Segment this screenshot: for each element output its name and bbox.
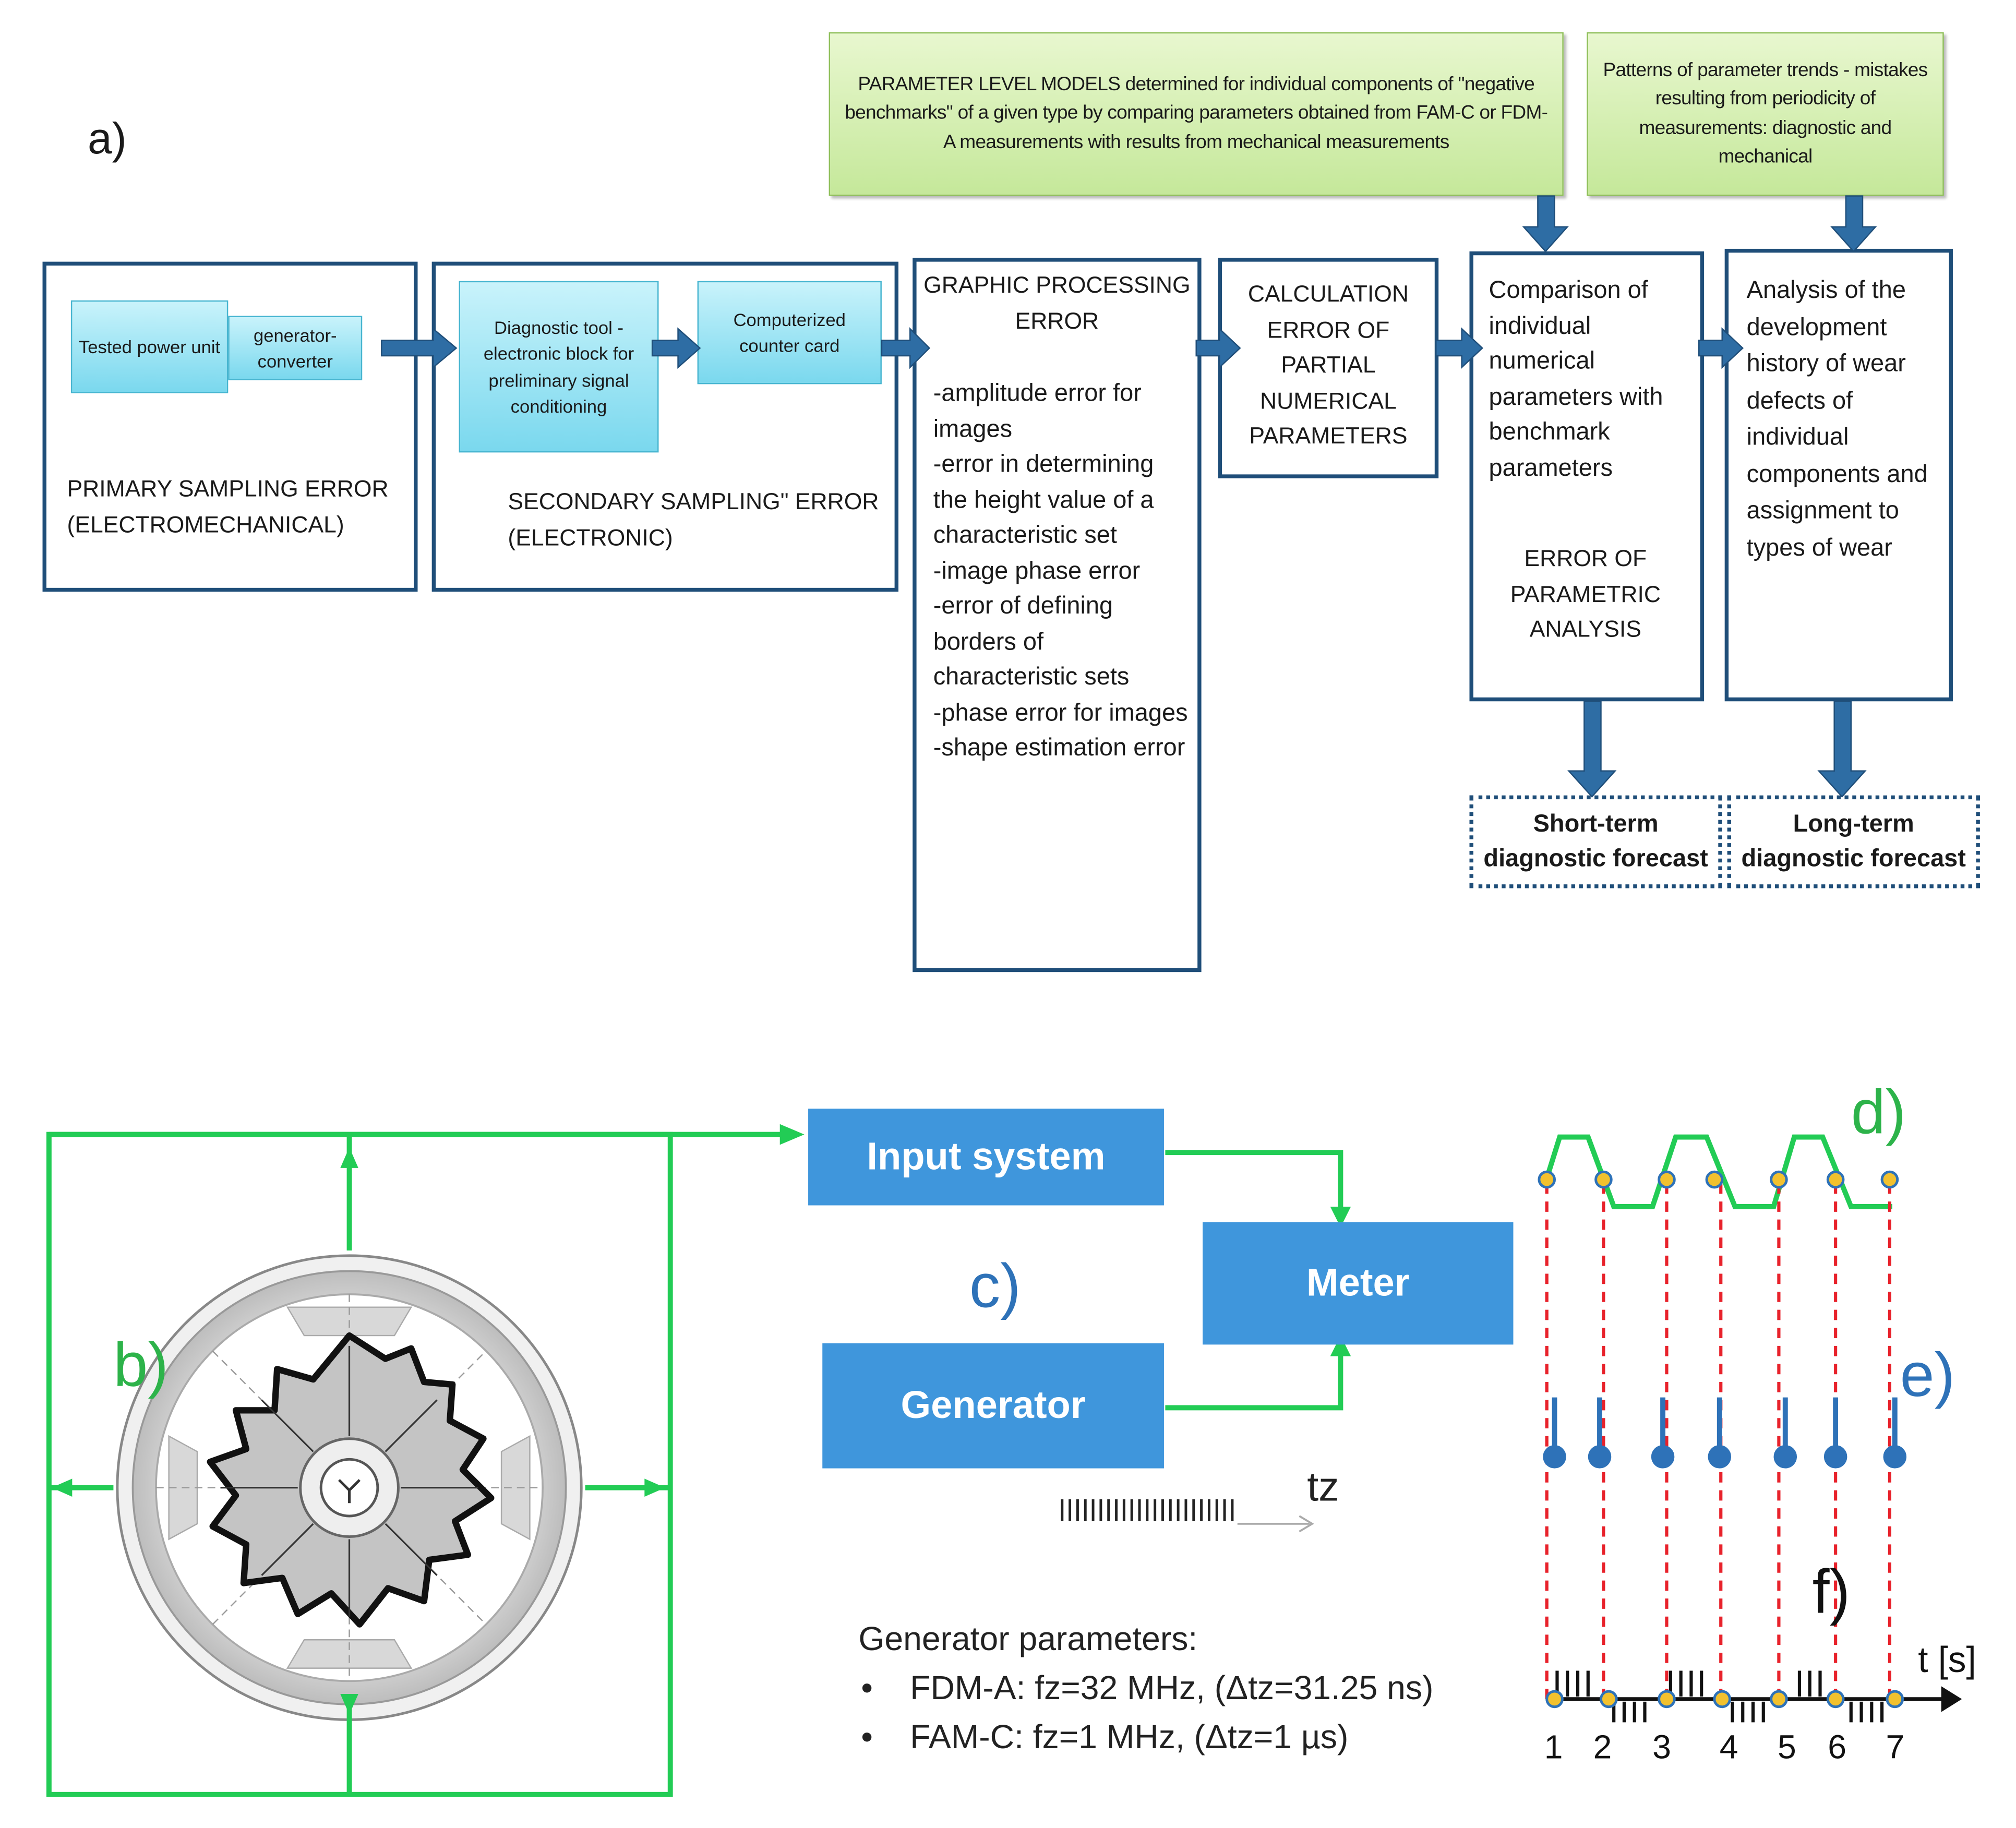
motor-cross-section xyxy=(116,1254,583,1721)
bullet-1: • xyxy=(861,1668,873,1707)
time-axis-label: t [s] xyxy=(1918,1640,1976,1680)
bullet-2: • xyxy=(861,1717,873,1756)
parameter-level-models-box: PARAMETER LEVEL MODELS determined for in… xyxy=(829,32,1564,196)
tick-7: 7 xyxy=(1886,1727,1905,1766)
panel-a-label: a) xyxy=(88,114,127,164)
tz-pulse-train xyxy=(1061,1499,1234,1521)
generator-box: Generator xyxy=(822,1343,1164,1469)
panel-d-label: d) xyxy=(1851,1079,1906,1148)
panel-a-arrows xyxy=(381,195,1877,798)
input-system-box: Input system xyxy=(808,1109,1164,1206)
calculation-error-box xyxy=(1218,258,1439,478)
diagnostic-tool-box: Diagnostic tool - electronic block for p… xyxy=(459,281,659,453)
arrow-trends-down xyxy=(1830,195,1877,252)
waveform-d xyxy=(1544,1134,1892,1209)
parametric-analysis-box xyxy=(1469,251,1705,702)
tz-label: tz xyxy=(1307,1463,1339,1510)
pulses-e xyxy=(1543,1397,1907,1469)
comparison-text: Comparison of individual numerical param… xyxy=(1489,277,1663,482)
panel-f-label: f) xyxy=(1812,1558,1851,1627)
waveform-markers xyxy=(1538,1170,1899,1189)
calculation-error-text: CALCULATION ERROR OF PARTIAL NUMERICAL P… xyxy=(1247,281,1409,449)
long-term-forecast: Long-term diagnostic forecast xyxy=(1727,795,1980,888)
panel-b-label: b) xyxy=(113,1331,169,1400)
graphic-processing-title: GRAPHIC PROCESSING ERROR xyxy=(923,272,1191,333)
generator-params-title: Generator parameters: xyxy=(858,1619,1198,1658)
param-fdm-a: FDM-A: fz=32 MHz, (Δtz=31.25 ns) xyxy=(910,1668,1434,1707)
tick-6: 6 xyxy=(1828,1727,1847,1766)
wire-arrow-right xyxy=(779,1124,805,1145)
tick-3: 3 xyxy=(1652,1727,1672,1766)
wire-arrow-down xyxy=(340,1694,358,1715)
meter-wiring xyxy=(1165,1150,1343,1411)
axis-markers xyxy=(1545,1690,1904,1709)
parametric-analysis-error: ERROR OF PARAMETRIC ANALYSIS xyxy=(1510,545,1661,642)
generator-converter-box: generator-converter xyxy=(228,316,363,380)
wire-arrow-right-2 xyxy=(644,1478,665,1497)
graphic-processing-items: -amplitude error for images -error in de… xyxy=(933,380,1188,762)
tested-power-unit-box: Tested power unit xyxy=(70,300,229,393)
parameter-trends-box: Patterns of parameter trends - mistakes … xyxy=(1587,32,1944,196)
panel-e-label: e) xyxy=(1900,1342,1955,1411)
arrow-5-6 xyxy=(1698,327,1744,369)
secondary-sampling-caption: SECONDARY SAMPLING" ERROR (ELECTRONIC) xyxy=(508,488,879,550)
arrow-4-5 xyxy=(1435,327,1483,369)
panel-c-label: c) xyxy=(969,1253,1021,1321)
param-fam-c: FAM-C: fz=1 MHz, (Δtz=1 µs) xyxy=(910,1717,1349,1756)
graphic-processing-box xyxy=(913,258,1202,972)
history-analysis-box xyxy=(1724,248,1953,702)
arrow-diag-counter xyxy=(651,327,701,369)
primary-sampling-caption: PRIMARY SAMPLING ERROR (ELECTROMECHANICA… xyxy=(67,475,389,537)
tick-1: 1 xyxy=(1544,1727,1563,1766)
arrow-short-forecast xyxy=(1567,701,1617,798)
counter-card-box: Computerized counter card xyxy=(697,281,882,384)
arrow-long-forecast xyxy=(1817,701,1867,798)
tick-5: 5 xyxy=(1777,1727,1796,1766)
arrow-models-down xyxy=(1522,195,1569,252)
arrow-2-3 xyxy=(881,327,931,369)
history-analysis-text: Analysis of the development history of w… xyxy=(1746,277,1928,562)
arrow-3-4 xyxy=(1195,327,1241,369)
lower-panels xyxy=(46,1124,1962,1797)
tick-4: 4 xyxy=(1719,1727,1738,1766)
arrow-1-2 xyxy=(381,327,458,369)
tick-2: 2 xyxy=(1593,1727,1612,1766)
short-term-forecast: Short-term diagnostic forecast xyxy=(1469,795,1722,888)
wire-arrow-left xyxy=(51,1478,73,1497)
wire-arrow-up xyxy=(340,1147,358,1168)
meter-box: Meter xyxy=(1203,1222,1514,1345)
